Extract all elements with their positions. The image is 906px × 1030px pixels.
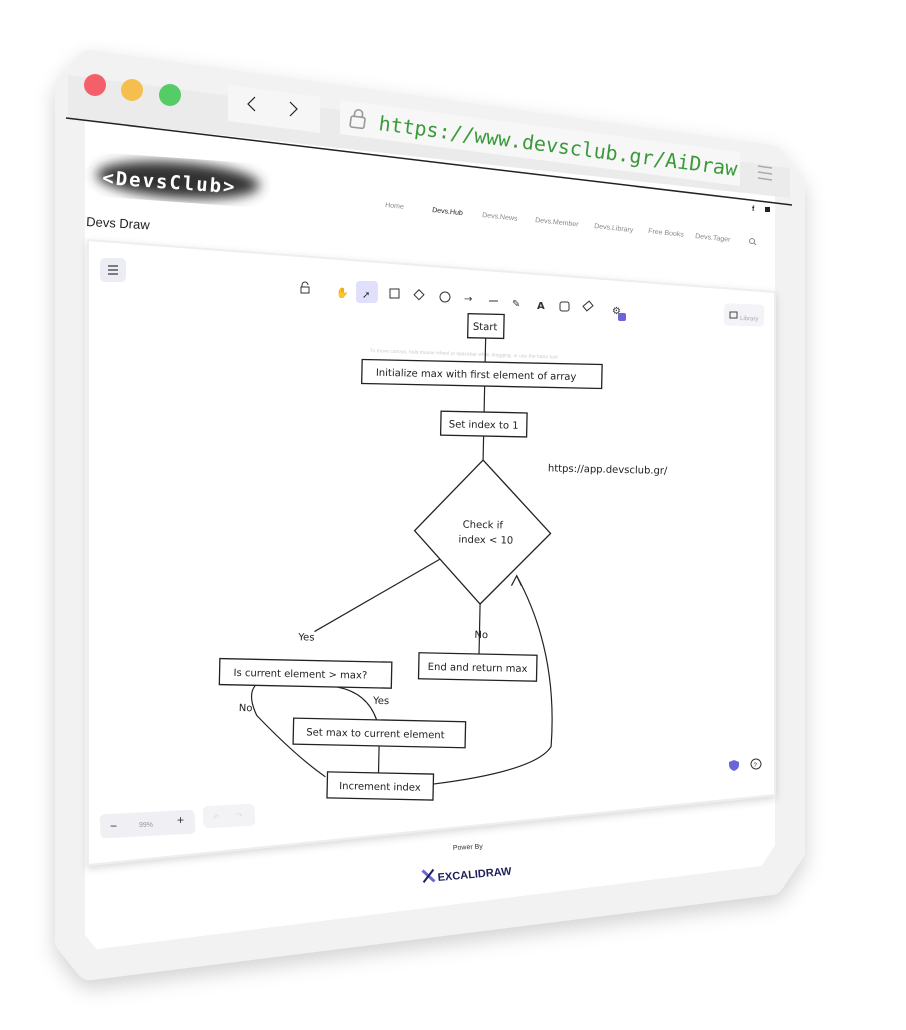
tool-rectangle-icon[interactable] <box>389 288 400 299</box>
library-icon <box>729 311 738 319</box>
tool-diamond-icon[interactable] <box>413 289 425 301</box>
hamburger-menu-icon <box>108 265 118 275</box>
zoom-controls <box>99 809 196 839</box>
edge-no-1: No <box>474 630 488 641</box>
footer-power-by: Power By <box>453 843 484 852</box>
undo-redo-controls <box>202 803 256 829</box>
node-set-max-label: Set max to current element <box>306 727 445 741</box>
toolbar-divider <box>65 117 793 206</box>
node-check-line1: Check if <box>463 520 504 532</box>
shield-icon[interactable] <box>729 760 739 771</box>
chevron-right-icon[interactable] <box>289 101 298 117</box>
nav-devs-tager[interactable]: Devs.Tager <box>695 233 732 244</box>
undo-button[interactable]: ↶ <box>213 813 220 822</box>
node-increment-label: Increment index <box>339 781 421 794</box>
tool-more-icon[interactable]: ⚙ <box>612 306 621 317</box>
hamburger-icon[interactable] <box>757 165 773 181</box>
tool-arrow-icon[interactable]: → <box>464 294 472 305</box>
node-compare[interactable] <box>218 657 393 689</box>
node-increment[interactable] <box>326 771 435 801</box>
library-button[interactable] <box>723 303 765 327</box>
minimize-window-dot[interactable] <box>121 79 143 101</box>
tool-text-icon[interactable]: A <box>537 301 545 312</box>
help-label: ? <box>754 763 758 769</box>
redo-button[interactable]: ↷ <box>236 811 243 820</box>
lock-icon <box>349 109 366 130</box>
nav-devs-hub[interactable]: Devs.Hub <box>432 207 463 217</box>
nav-buttons-bg <box>228 85 320 133</box>
nav-devs-member[interactable]: Devs.Member <box>535 217 580 229</box>
page-title: Devs Draw <box>86 214 151 232</box>
node-init[interactable] <box>361 358 603 390</box>
tool-eraser-icon[interactable] <box>582 300 594 312</box>
nav-devs-library[interactable]: Devs.Library <box>594 223 634 234</box>
node-compare-label: Is current element > max? <box>233 668 367 682</box>
zoom-in-button[interactable]: + <box>177 813 184 827</box>
ai-badge <box>618 313 626 321</box>
node-end-label: End and return max <box>428 662 528 675</box>
nav-devs-news[interactable]: Devs.News <box>482 212 518 223</box>
node-end[interactable] <box>417 652 538 682</box>
flowchart: Start Initialize max with first element … <box>218 313 668 801</box>
maximize-window-dot[interactable] <box>159 84 181 106</box>
help-button[interactable] <box>750 758 762 770</box>
edge-yes-2: Yes <box>372 696 389 707</box>
drawing-canvas[interactable] <box>87 238 776 867</box>
nav-home[interactable]: Home <box>385 202 404 211</box>
edge-no-2: No <box>239 703 253 714</box>
tool-lock-icon[interactable] <box>300 281 310 294</box>
link-text[interactable]: https://app.devsclub.gr/ <box>548 463 668 477</box>
zoom-out-button[interactable]: − <box>110 819 117 833</box>
node-check-line2: index < 10 <box>458 535 513 547</box>
excalidraw-logo-icon <box>421 868 436 884</box>
chevron-left-icon[interactable] <box>247 96 256 112</box>
instagram-icon[interactable] <box>765 207 770 212</box>
node-init-label: Initialize max with first element of arr… <box>376 368 577 383</box>
tool-ellipse-icon[interactable] <box>439 291 451 303</box>
tool-image-icon[interactable] <box>559 301 570 312</box>
address-bar[interactable] <box>340 100 740 186</box>
tool-hand-icon[interactable]: ✋ <box>336 286 348 299</box>
tool-selection-active[interactable] <box>356 281 378 303</box>
library-label: Library <box>740 316 759 323</box>
node-set-index-label: Set index to 1 <box>449 419 519 431</box>
facebook-icon[interactable]: f <box>752 206 755 213</box>
tool-selection-icon[interactable]: ➚ <box>362 290 370 301</box>
logo-glow <box>96 161 260 199</box>
zoom-level[interactable]: 99% <box>139 822 153 829</box>
edge-yes-1: Yes <box>297 632 314 643</box>
node-start-label: Start <box>473 322 498 334</box>
search-icon[interactable] <box>749 238 757 246</box>
nav-free-books[interactable]: Free Books <box>648 228 685 239</box>
close-window-dot[interactable] <box>84 74 106 96</box>
tool-draw-icon[interactable]: ✎ <box>512 299 520 310</box>
